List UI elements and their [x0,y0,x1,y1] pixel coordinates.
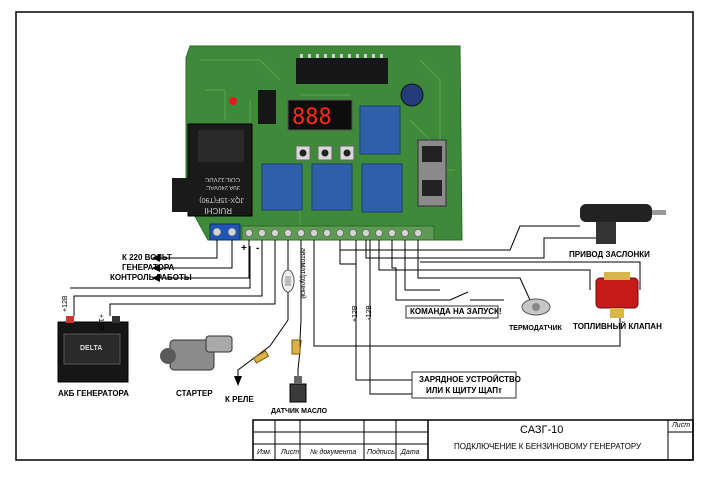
relay-spec1-text: 30A 240VAC [206,184,240,190]
label-thermo: ТЕРМОДАТЧИК [509,325,562,332]
label-minus12: -12В [366,305,373,320]
red-led [229,97,237,105]
label-plus12-mid: +12В [352,305,359,322]
arrowheads [152,254,242,386]
relay-brand-text: RUICHI [204,206,232,215]
col-document: № документа [310,449,357,456]
label-generator: ГЕНЕРАТОРА [122,263,175,272]
label-start-command: КОМАНДА НА ЗАПУСК! [410,307,502,316]
start-switch [449,291,469,301]
led-display [287,99,353,131]
label-oil-sensor: ДАТЧИК МАСЛО [271,408,328,415]
col-signature: Подпись [367,449,395,456]
fuel-valve-image [595,272,639,318]
label-choke-drive: ПРИВОД ЗАСЛОНКИ [569,250,650,259]
minus-terminal-label: - [256,243,260,254]
start-command-box [405,305,499,319]
oil-sensor-image [289,376,307,403]
title-block-sheet: Лист [672,422,691,429]
small-relays [261,105,403,213]
label-plus12-batt: +12В [97,314,104,331]
led-digits: 888 [292,105,332,130]
label-charger-2: ИЛИ К ЩИТУ ЩАПт [426,386,502,395]
relay-spec2-text: COIL:12VDC [204,176,240,182]
mcu-chip [296,58,388,84]
title-block-title: САЗГ-10 [520,424,564,436]
controller-board: 888 [172,45,463,241]
inline-connectors [252,339,301,364]
small-ic [258,90,276,124]
label-charger-1: ЗАРЯДНОЕ УСТРОЙСТВО [419,375,521,384]
label-starter: СТАРТЕР [176,389,213,398]
label-fuel-valve: ТОПЛИВНЫЙ КЛАПАН [573,322,662,331]
label-220v: К 220 ВОЛЬТ [122,253,172,262]
title-block-lines [252,419,694,461]
board-buttons [295,145,355,161]
charger-box [411,371,517,399]
battery-brand-text: DELTA [80,345,103,352]
label-battery: АКБ ГЕНЕРАТОРА [58,389,129,398]
col-date: Дата [401,449,420,456]
relay-model-text: JQX-15F(T90) [199,196,244,203]
label-control-work: КОНТРОЛЬ РАБОТЫ [110,273,192,282]
capacitor [400,83,424,107]
auto-manual-switch [281,269,295,293]
col-change: Изм. [257,449,272,456]
label-auto-manual: автомат/ручной [299,248,306,299]
thermo-sensor-image [521,298,551,316]
power-relay [172,123,253,217]
col-sheet: Лист [281,449,300,456]
battery-image [57,316,129,383]
label-to-relay: К РЕЛЕ [225,395,254,404]
title-block-subtitle: ПОДКЛЮЧЕНИЕ К БЕНЗИНОВОМУ ГЕНЕРАТОРУ [454,442,642,451]
choke-actuator-image [580,204,666,244]
plus-terminal-label: + [241,243,247,254]
starter-image [160,335,233,371]
label-plus12-left: +12В [62,295,69,312]
terminal-strip [209,223,435,241]
